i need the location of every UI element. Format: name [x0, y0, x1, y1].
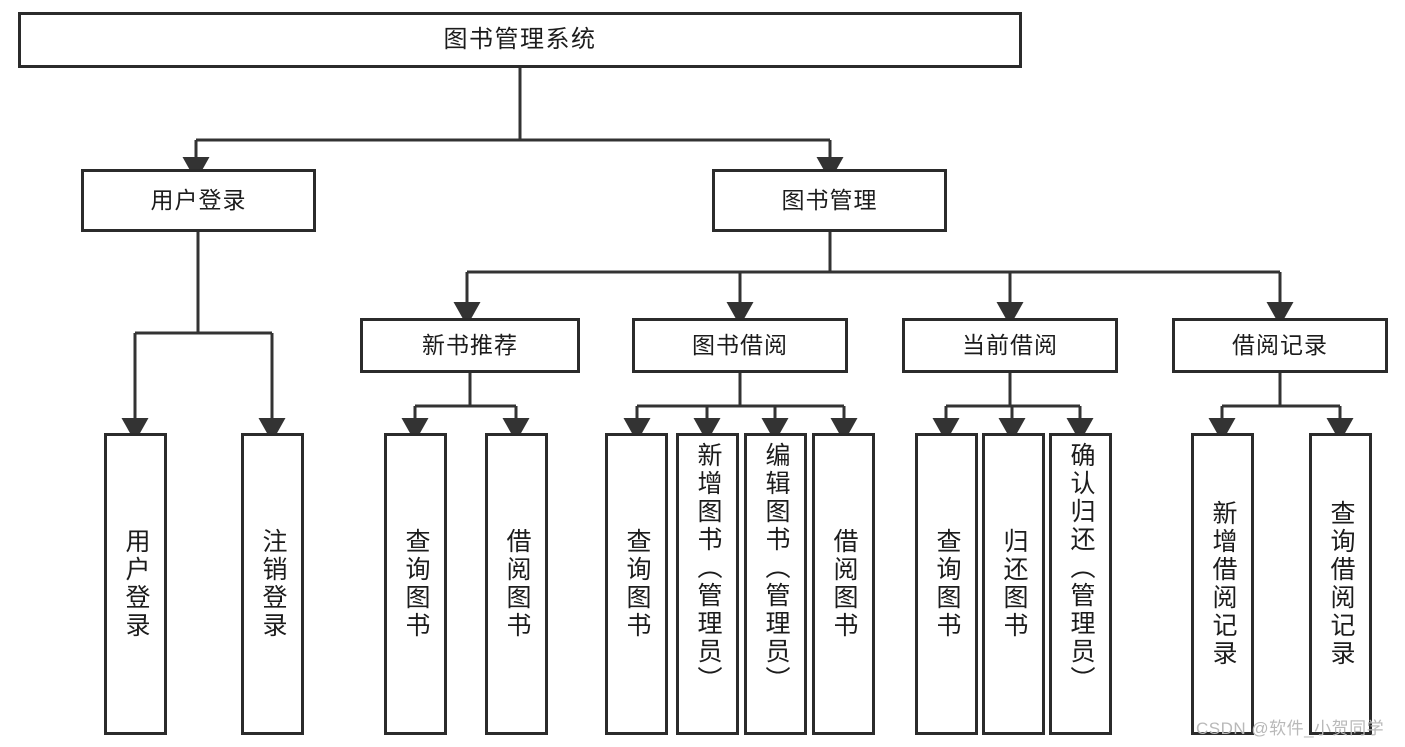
- node-label: 编辑图书（管理员）: [762, 442, 790, 694]
- node-book-management[interactable]: 图书管理: [712, 169, 947, 232]
- node-label: 图书管理: [781, 186, 878, 213]
- node-borrow-record[interactable]: 借阅记录: [1172, 318, 1388, 373]
- leaf-borrow-book-recommend[interactable]: 借阅图书: [485, 433, 548, 735]
- node-label: 借阅记录: [1232, 331, 1328, 358]
- leaf-add-borrow-record[interactable]: 新增借阅记录: [1191, 433, 1254, 735]
- leaf-add-book-admin[interactable]: 新增图书（管理员）: [676, 433, 739, 735]
- leaf-borrow-book[interactable]: 借阅图书: [812, 433, 875, 735]
- leaf-query-book-borrow[interactable]: 查询图书: [605, 433, 668, 735]
- leaf-confirm-return-admin[interactable]: 确认归还（管理员）: [1049, 433, 1112, 735]
- node-label: 用户登录: [122, 528, 150, 640]
- node-label: 新增图书（管理员）: [694, 442, 722, 694]
- node-label: 新增借阅记录: [1209, 500, 1237, 668]
- node-label: 用户登录: [150, 186, 247, 213]
- node-label: 借阅图书: [830, 528, 858, 640]
- node-label: 归还图书: [1000, 528, 1028, 640]
- leaf-query-borrow-record[interactable]: 查询借阅记录: [1309, 433, 1372, 735]
- leaf-user-login[interactable]: 用户登录: [104, 433, 167, 735]
- node-label: 查询图书: [402, 528, 430, 640]
- node-new-book-recommend[interactable]: 新书推荐: [360, 318, 580, 373]
- node-label: 查询图书: [623, 528, 651, 640]
- node-label: 图书管理系统: [443, 25, 597, 53]
- node-label: 图书借阅: [692, 331, 788, 358]
- node-root-system[interactable]: 图书管理系统: [18, 12, 1022, 68]
- leaf-query-book-current[interactable]: 查询图书: [915, 433, 978, 735]
- node-label: 新书推荐: [422, 331, 518, 358]
- node-book-borrow[interactable]: 图书借阅: [632, 318, 848, 373]
- node-user-login[interactable]: 用户登录: [81, 169, 316, 232]
- node-label: 借阅图书: [503, 528, 531, 640]
- node-label: 查询借阅记录: [1327, 500, 1355, 668]
- leaf-edit-book-admin[interactable]: 编辑图书（管理员）: [744, 433, 807, 735]
- leaf-query-book-recommend[interactable]: 查询图书: [384, 433, 447, 735]
- node-label: 查询图书: [933, 528, 961, 640]
- node-label: 当前借阅: [962, 331, 1058, 358]
- node-current-borrow[interactable]: 当前借阅: [902, 318, 1118, 373]
- node-label: 确认归还（管理员）: [1067, 442, 1095, 694]
- leaf-return-book[interactable]: 归还图书: [982, 433, 1045, 735]
- node-label: 注销登录: [259, 528, 287, 640]
- leaf-logout[interactable]: 注销登录: [241, 433, 304, 735]
